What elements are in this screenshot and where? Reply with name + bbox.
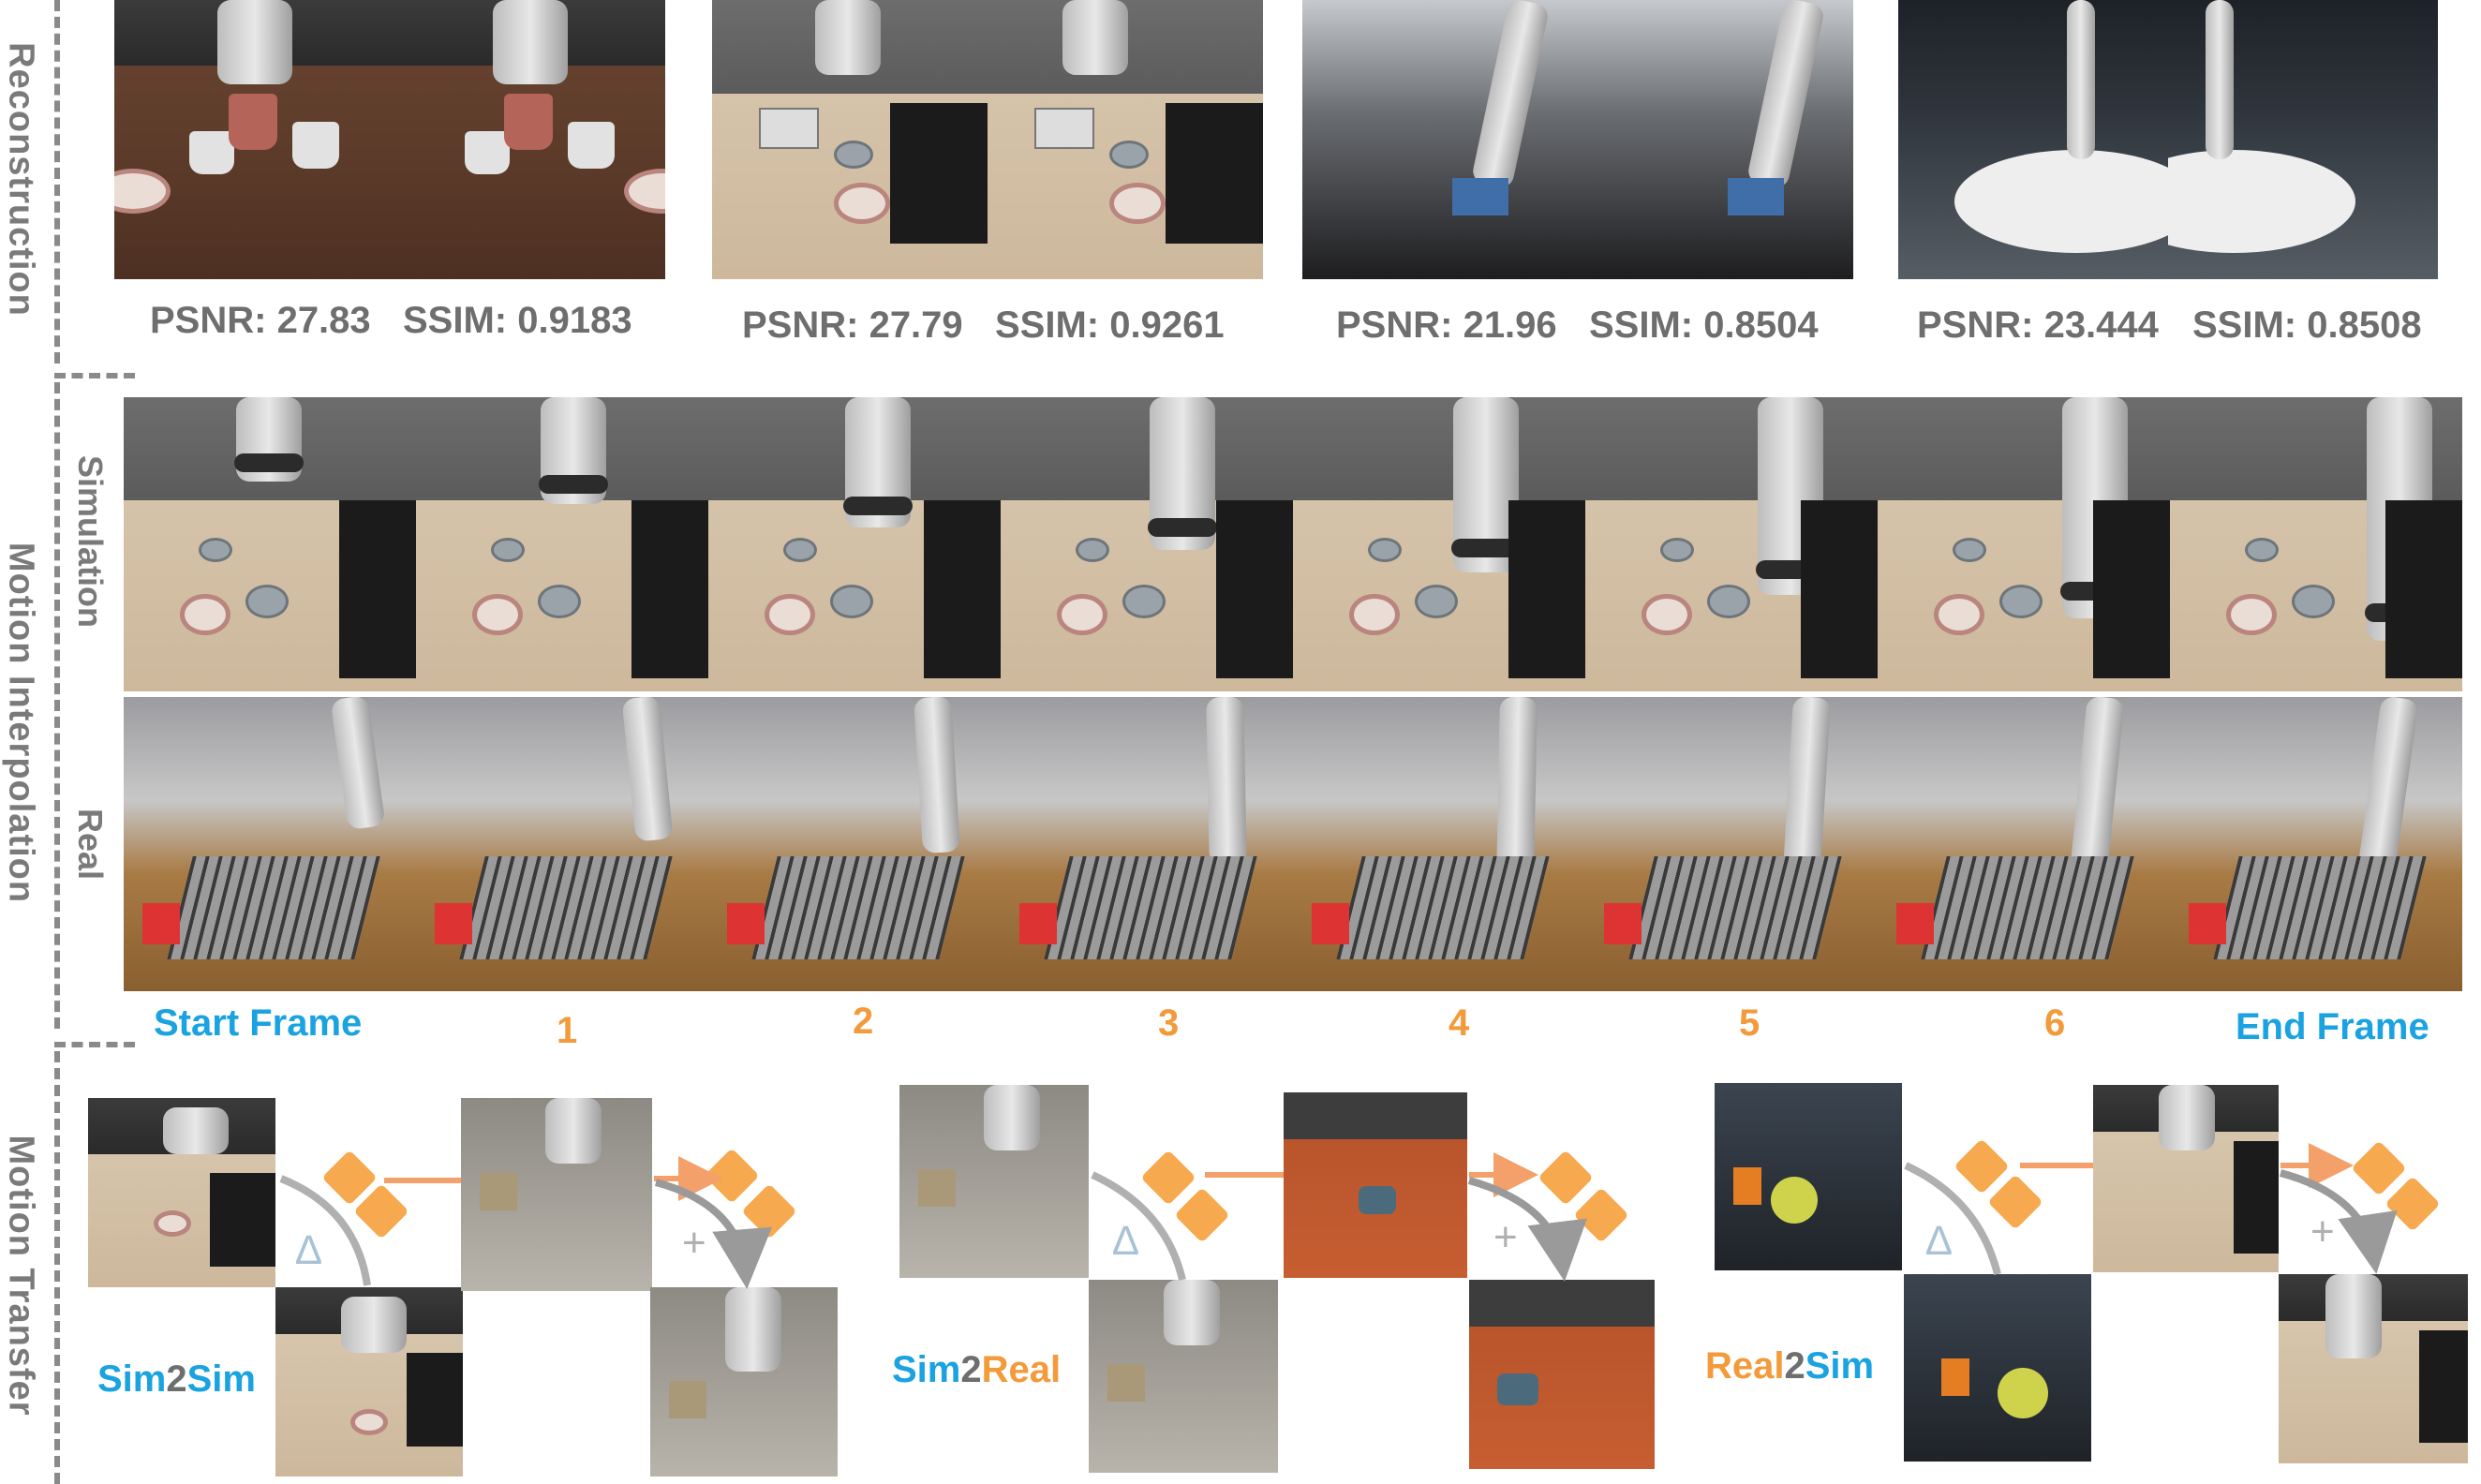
label-real2sim: Real2Sim: [1705, 1345, 1874, 1388]
transfer-real2sim-target-b: [2279, 1274, 2468, 1463]
label-sim2real-c: Real: [981, 1349, 1062, 1390]
real-frame: [2170, 697, 2462, 991]
label-sim2sim-c: Sim: [186, 1358, 256, 1400]
recon-image-4a: [1898, 0, 2168, 279]
simulation-frame: [416, 397, 708, 691]
recon-image-3a: [1302, 0, 1578, 279]
recon-image-1a: [114, 0, 390, 279]
transfer-sim2sim-target-b: [650, 1287, 838, 1477]
transfer-real2sim-target-a: [2093, 1085, 2279, 1272]
frame-label-3: 3: [1158, 1002, 1180, 1044]
metric-psnr-4: PSNR: 23.444: [1917, 304, 2159, 346]
label-sim2sim-b: 2: [166, 1358, 187, 1400]
label-sim2sim-a: Sim: [97, 1358, 167, 1400]
plus-glyph-2: +: [1493, 1214, 1518, 1260]
transfer-sim2real-source-a: [899, 1085, 1089, 1278]
real-frame: [1878, 697, 2170, 991]
minus-glyph-1: ∆: [296, 1227, 321, 1273]
metric-ssim-1: SSIM: 0.9183: [403, 300, 632, 341]
divider-h2: [54, 1042, 135, 1047]
simulation-frame: [124, 397, 416, 691]
arrow-curve: [2279, 1169, 2398, 1274]
real-frame: [1001, 697, 1293, 991]
divider-interpolation: [54, 382, 60, 1029]
arrow-curve: [1467, 1177, 1587, 1282]
metric-psnr-1: PSNR: 27.83: [150, 300, 371, 341]
frame-label-1: 1: [557, 1010, 578, 1051]
divider-transfer: [54, 1051, 60, 1484]
arrow-curve: [654, 1179, 772, 1289]
recon-image-1b: [390, 0, 665, 279]
real-frame: [1585, 697, 1878, 991]
metric-ssim-3: SSIM: 0.8504: [1589, 304, 1819, 346]
label-sim2real: Sim2Real: [892, 1349, 1061, 1391]
frame-label-end: End Frame: [2236, 1006, 2429, 1047]
divider-h1: [54, 373, 135, 378]
transfer-sim2sim-target-a: [461, 1098, 652, 1291]
plus-glyph-1: +: [682, 1220, 706, 1266]
label-real2sim-a: Real: [1705, 1345, 1785, 1387]
recon-image-2b: [988, 0, 1263, 279]
recon-image-2a: [712, 0, 988, 279]
frame-label-2: 2: [853, 1001, 874, 1042]
simulation-frame: [1001, 397, 1293, 691]
arrow-curve: [1091, 1171, 1186, 1281]
metric-ssim-4: SSIM: 0.8508: [2192, 304, 2422, 346]
real-frame: [1293, 697, 1585, 991]
minus-glyph-2: ∆: [1113, 1218, 1138, 1264]
transfer-sim2real-target-a: [1284, 1092, 1467, 1278]
metric-ssim-2: SSIM: 0.9261: [995, 304, 1225, 346]
simulation-frame: [1585, 397, 1878, 691]
label-sim2sim: Sim2Sim: [97, 1358, 256, 1401]
real-frame: [416, 697, 708, 991]
recon-image-4b: [2168, 0, 2438, 279]
transfer-sim2real-source-b: [1089, 1280, 1278, 1473]
plus-glyph-3: +: [2310, 1209, 2335, 1254]
simulation-frame: [2170, 397, 2462, 691]
divider-reconstruction: [54, 0, 60, 364]
real-frame: [708, 697, 1001, 991]
frame-label-5: 5: [1739, 1002, 1760, 1044]
label-sim2real-b: 2: [960, 1349, 982, 1390]
transfer-sim2sim-source-a: [88, 1098, 275, 1287]
simulation-frame: [1878, 397, 2170, 691]
metric-psnr-3: PSNR: 21.96: [1336, 304, 1557, 346]
simulation-frame: [708, 397, 1001, 691]
frame-label-4: 4: [1448, 1002, 1470, 1044]
transfer-real2sim-source-b: [1904, 1274, 2091, 1462]
frame-label-6: 6: [2044, 1002, 2066, 1044]
frame-label-start: Start Frame: [154, 1002, 363, 1044]
metric-psnr-2: PSNR: 27.79: [742, 304, 963, 346]
label-real2sim-b: 2: [1784, 1345, 1805, 1387]
recon-image-3b: [1578, 0, 1853, 279]
transfer-sim2real-target-b: [1469, 1280, 1655, 1469]
real-frame: [124, 697, 416, 991]
label-sim2real-a: Sim: [892, 1349, 961, 1390]
label-real2sim-c: Sim: [1805, 1345, 1875, 1387]
transfer-sim2sim-source-b: [275, 1287, 463, 1477]
simulation-frame: [1293, 397, 1585, 691]
transfer-real2sim-source-a: [1715, 1083, 1902, 1270]
arrow-curve: [279, 1175, 371, 1286]
minus-glyph-3: ∆: [1926, 1218, 1952, 1264]
arrow-curve: [1904, 1162, 2001, 1275]
